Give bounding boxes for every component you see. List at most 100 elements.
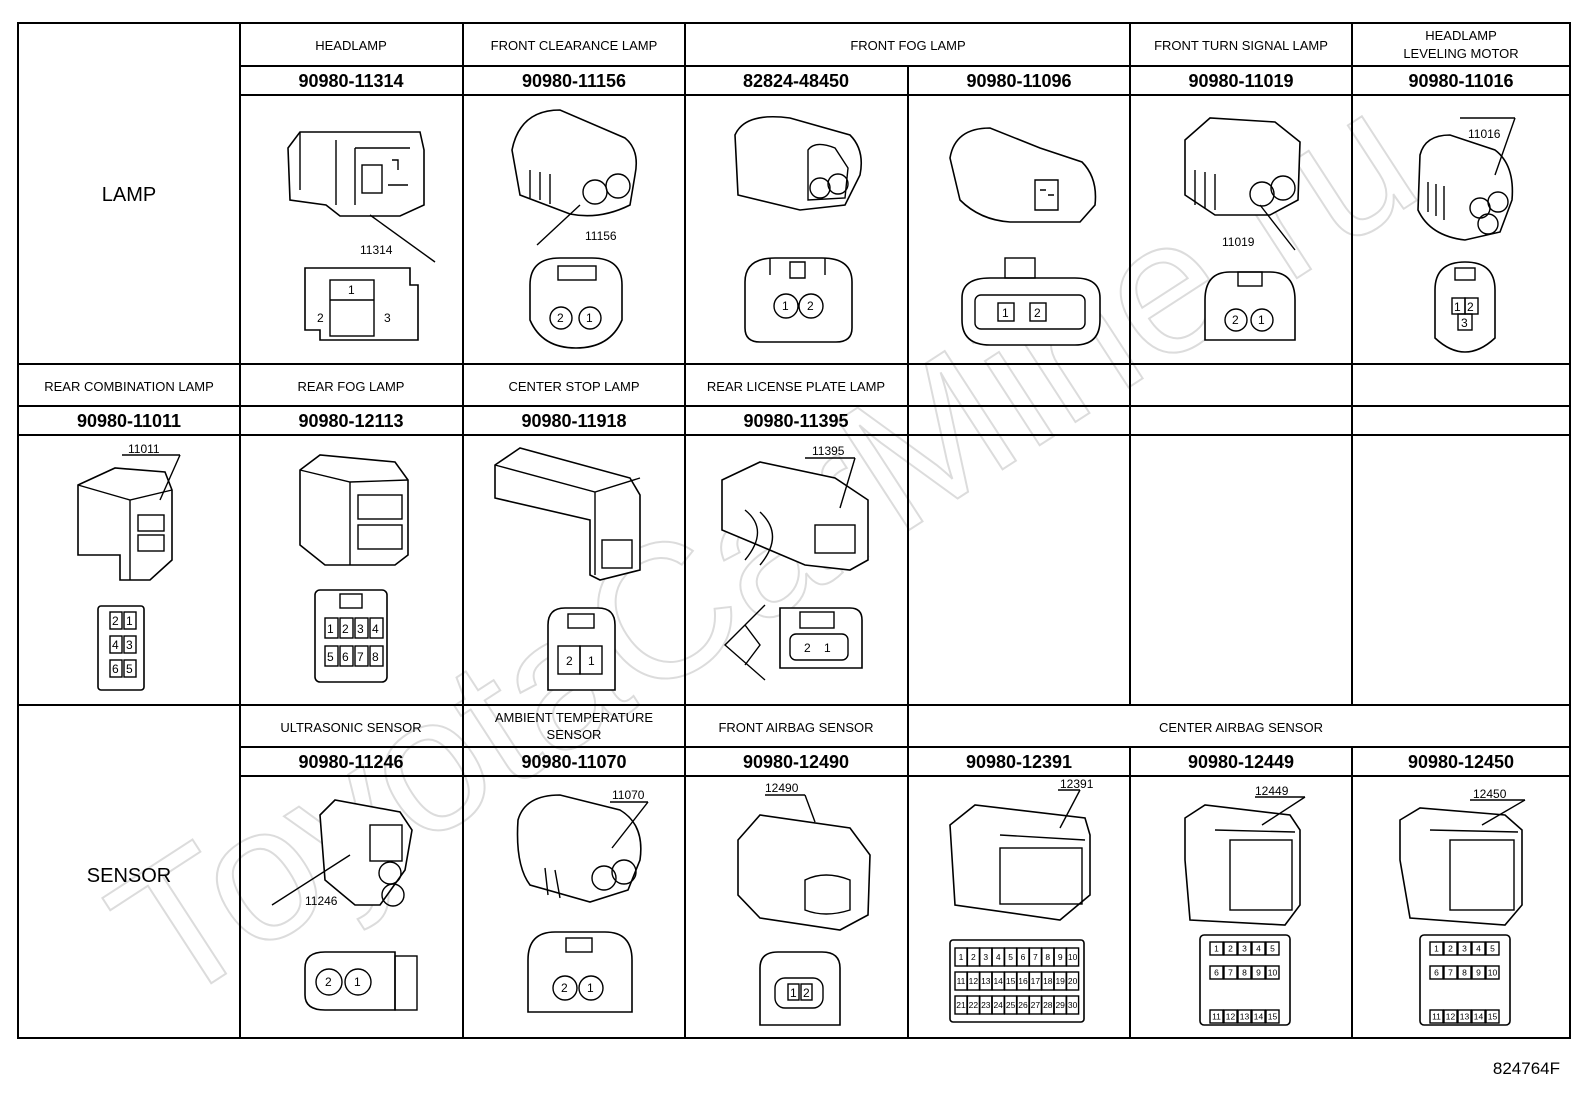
header-headlamp-leveling-motor-line1: HEADLAMP	[1425, 28, 1497, 43]
pin-label: 7	[1033, 952, 1038, 962]
callout-label: 11016	[1468, 127, 1501, 141]
connector-ambient-temp-11070: 11070 2 1	[516, 788, 649, 1013]
part-number: 82824-48450	[743, 71, 849, 91]
pin-label: 12	[1446, 1012, 1456, 1022]
pin-label: 11	[1212, 1012, 1221, 1022]
header-rear-fog-lamp: REAR FOG LAMP	[298, 379, 405, 394]
pin-label: 1	[1434, 944, 1439, 954]
pin-label: 1	[354, 975, 361, 989]
pin-label: 2	[807, 299, 814, 313]
pin-label: 2	[1232, 313, 1239, 327]
pin-label: 13	[981, 976, 991, 986]
pin-label: 8	[1045, 952, 1050, 962]
pin-label: 1	[959, 952, 964, 962]
pin-label: 12	[969, 976, 979, 986]
pin-label: 6	[1214, 968, 1219, 978]
pin-label: 2	[804, 641, 811, 655]
pin-label: 4	[1256, 944, 1261, 954]
pin-label: 2	[566, 654, 573, 668]
pin-label: 4	[112, 638, 119, 652]
pin-label: 7	[357, 650, 364, 664]
pin-label: 2	[561, 981, 568, 995]
connector-front-airbag-12490: 12490 1 2	[737, 781, 871, 1026]
pin-label: 11	[957, 976, 966, 986]
pin-label: 29	[1055, 1000, 1065, 1010]
pin-label: 5	[1270, 944, 1275, 954]
pin-label: 21	[956, 1000, 966, 1010]
connector-headlamp-11314: 11314 1 2 3	[287, 131, 436, 341]
connector-front-clearance-11156: 11156 2 1	[511, 109, 638, 349]
part-number: 90980-12449	[1188, 752, 1294, 772]
pin-label: 8	[1242, 968, 1247, 978]
pin-label: 13	[1240, 1012, 1250, 1022]
pin-label: 3	[1462, 944, 1467, 954]
pin-label: 2	[325, 975, 332, 989]
pin-label: 10	[1488, 968, 1498, 978]
pin-label: 1	[824, 641, 831, 655]
pin-label: 15	[1006, 976, 1016, 986]
pin-label: 6	[1434, 968, 1439, 978]
header-front-fog-lamp: FRONT FOG LAMP	[850, 38, 965, 53]
callout-label: 11070	[612, 788, 645, 802]
pin-label: 10	[1268, 968, 1278, 978]
callout-label: 11395	[812, 444, 845, 458]
part-number: 90980-11096	[966, 71, 1071, 91]
pin-label: 15	[1488, 1012, 1498, 1022]
pin-label: 12	[1226, 1012, 1236, 1022]
pin-label: 6	[112, 662, 119, 676]
pin-label: 23	[981, 1000, 991, 1010]
header-front-clearance-lamp: FRONT CLEARANCE LAMP	[491, 38, 658, 53]
pin-label: 20	[1068, 976, 1078, 986]
callout-label: 11019	[1222, 235, 1255, 249]
pin-label: 2	[803, 986, 810, 1000]
pin-label: 24	[993, 1000, 1003, 1010]
pin-label: 9	[1256, 968, 1261, 978]
header-ambient-temperature-sensor-line1: AMBIENT TEMPERATURE	[495, 710, 654, 725]
pin-label: 26	[1018, 1000, 1028, 1010]
pin-label: 1	[348, 283, 355, 297]
part-number: 90980-11156	[522, 71, 626, 91]
connector-center-stop-11918: 2 1	[494, 447, 641, 691]
callout-label: 11246	[305, 894, 338, 908]
part-number: 90980-12391	[966, 752, 1072, 772]
pin-label: 1	[586, 311, 593, 325]
pin-label: 9	[1476, 968, 1481, 978]
pin-label: 6	[1021, 952, 1026, 962]
pin-label: 6	[342, 650, 349, 664]
pin-label: 2	[557, 311, 564, 325]
pin-label: 25	[1006, 1000, 1016, 1010]
part-number: 90980-11395	[743, 411, 848, 431]
callout-label: 12490	[765, 781, 799, 795]
part-number: 90980-11918	[521, 411, 626, 431]
pin-label: 14	[993, 976, 1003, 986]
section-label-sensor: SENSOR	[87, 865, 171, 887]
part-number: 90980-11019	[1188, 71, 1293, 91]
pin-label: 15	[1268, 1012, 1278, 1022]
pin-label: 8	[372, 650, 379, 664]
pin-label: 16	[1018, 976, 1028, 986]
header-ambient-temperature-sensor-line2: SENSOR	[547, 727, 602, 742]
header-rear-license-plate-lamp: REAR LICENSE PLATE LAMP	[707, 379, 885, 394]
section-label-lamp: LAMP	[102, 184, 156, 206]
pin-label: 4	[1476, 944, 1481, 954]
pin-label: 1	[588, 654, 595, 668]
header-front-turn-signal-lamp: FRONT TURN SIGNAL LAMP	[1154, 38, 1328, 53]
connector-front-turn-11019: 11019 2 1	[1184, 117, 1301, 341]
header-center-stop-lamp: CENTER STOP LAMP	[509, 379, 640, 394]
header-headlamp-leveling-motor-line2: LEVELING MOTOR	[1403, 46, 1518, 61]
pin-label: 5	[327, 650, 334, 664]
connector-rear-fog-12113: 1 2 3 4 5 6 7 8	[299, 454, 409, 683]
part-number: 90980-11314	[298, 71, 403, 91]
pin-label: 3	[126, 638, 133, 652]
pin-label: 18	[1043, 976, 1053, 986]
part-number: 90980-12450	[1408, 752, 1514, 772]
connector-rear-combination-11011: 11011 2 1 4 3 6 5	[77, 442, 181, 691]
pin-label: 4	[996, 952, 1001, 962]
connector-front-fog-48450: 1 2	[734, 115, 863, 343]
pin-label: 2	[1448, 944, 1453, 954]
pin-label: 14	[1474, 1012, 1484, 1022]
